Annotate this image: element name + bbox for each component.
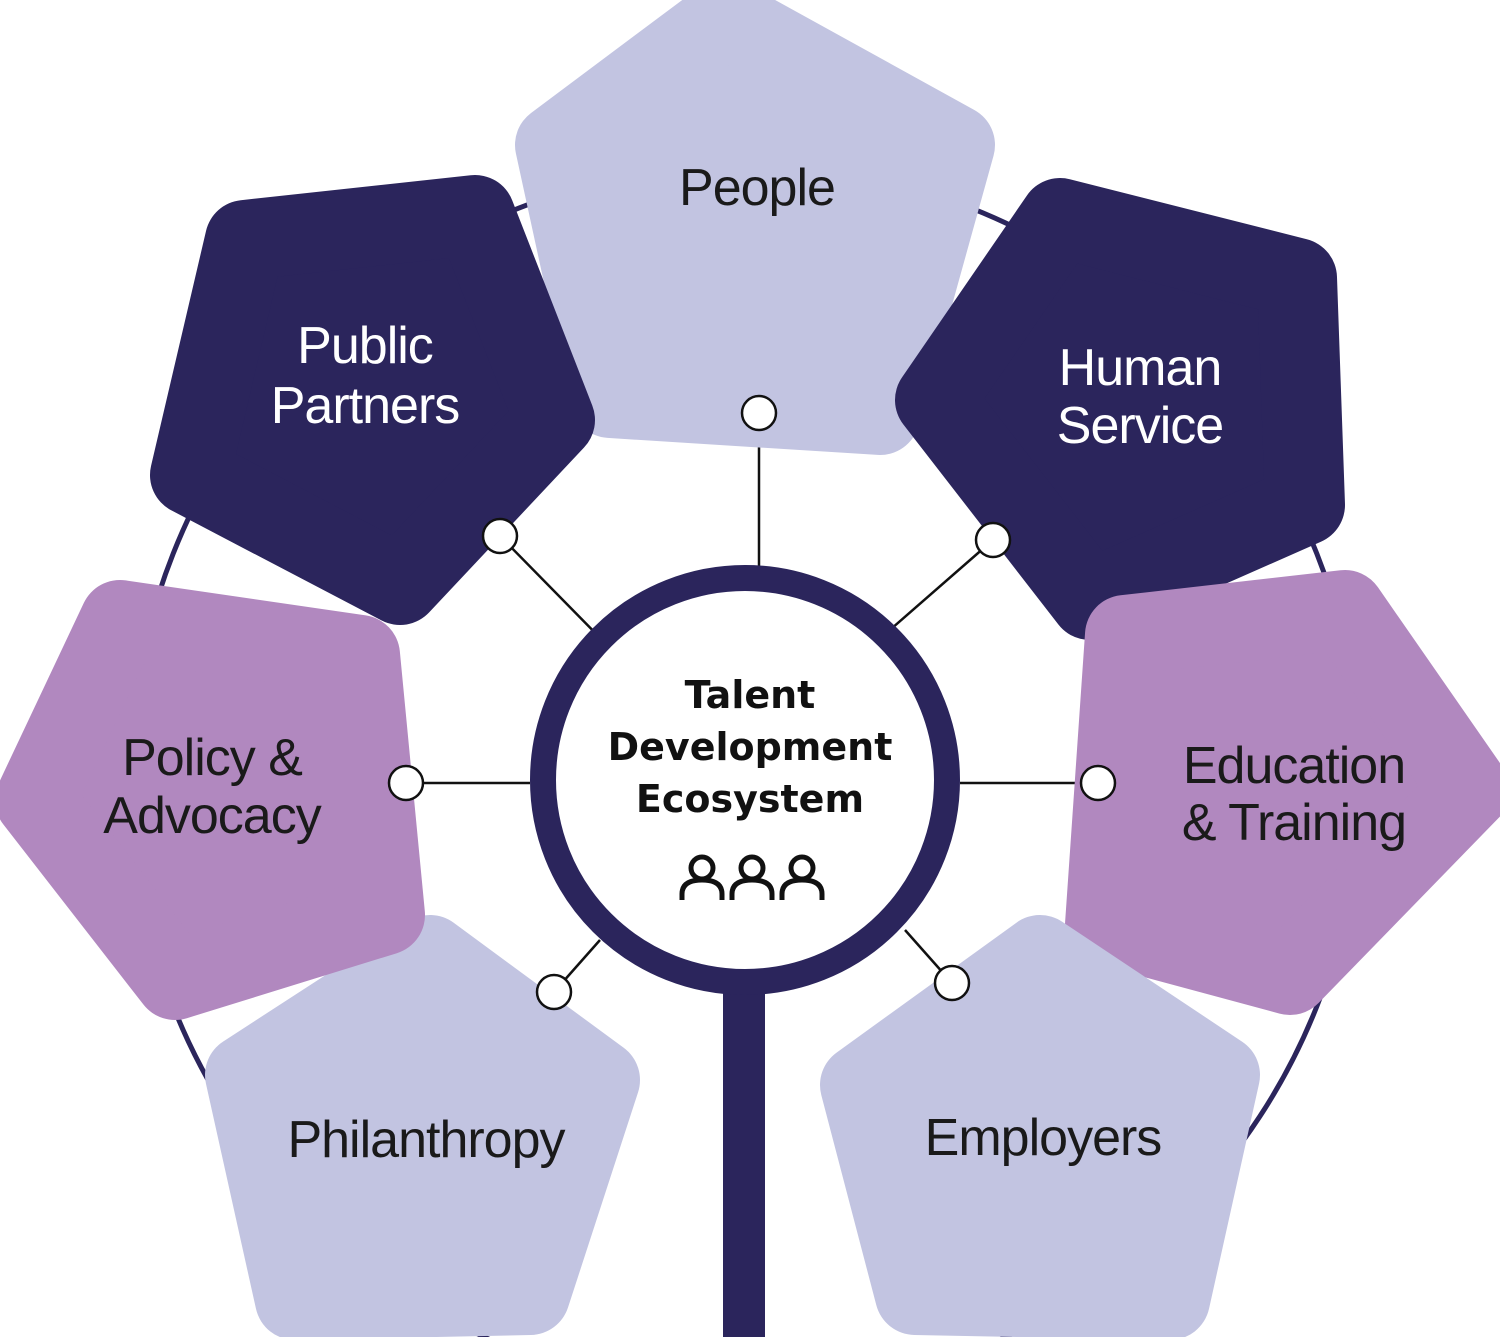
people-group-icon [679, 854, 825, 900]
dot-human-service [974, 521, 1012, 559]
center-title-line-3: Ecosystem [636, 777, 864, 821]
center-title-line-2: Development [608, 725, 893, 769]
dot-education-training [1079, 764, 1117, 802]
dot-people [740, 394, 778, 432]
center-title-line-1: Talent [685, 673, 816, 717]
node-human-service[interactable] [895, 178, 1345, 640]
dot-public-partners [481, 517, 519, 555]
label-human-service-line-2: Service [1057, 397, 1223, 455]
dot-policy-advocacy [387, 764, 425, 802]
node-philanthropy[interactable] [205, 915, 640, 1337]
node-labels: People Human Service Education & Trainin… [103, 159, 1407, 1169]
node-employers[interactable] [820, 915, 1260, 1337]
label-employers: Employers [925, 1109, 1162, 1167]
center-hub [530, 565, 960, 995]
label-public-partners-line-1: Public [297, 317, 433, 375]
dot-philanthropy [535, 973, 573, 1011]
connector-dots [387, 394, 1117, 1011]
dot-employers [933, 964, 971, 1002]
node-policy-advocacy[interactable] [0, 580, 425, 1020]
label-education-training-line-2: & Training [1182, 794, 1406, 852]
node-education-training[interactable] [1065, 570, 1500, 1015]
connector-human-service [882, 539, 994, 637]
label-policy-advocacy-line-1: Policy & [122, 729, 302, 787]
label-human-service-line-1: Human [1059, 339, 1222, 397]
stem-bar [723, 985, 765, 1337]
label-philanthropy: Philanthropy [287, 1111, 565, 1169]
label-policy-advocacy-line-2: Advocacy [103, 787, 321, 845]
node-public-partners[interactable] [150, 175, 595, 625]
label-public-partners-line-2: Partners [271, 377, 460, 435]
label-people: People [679, 159, 835, 217]
label-education-training-line-1: Education [1183, 737, 1405, 795]
